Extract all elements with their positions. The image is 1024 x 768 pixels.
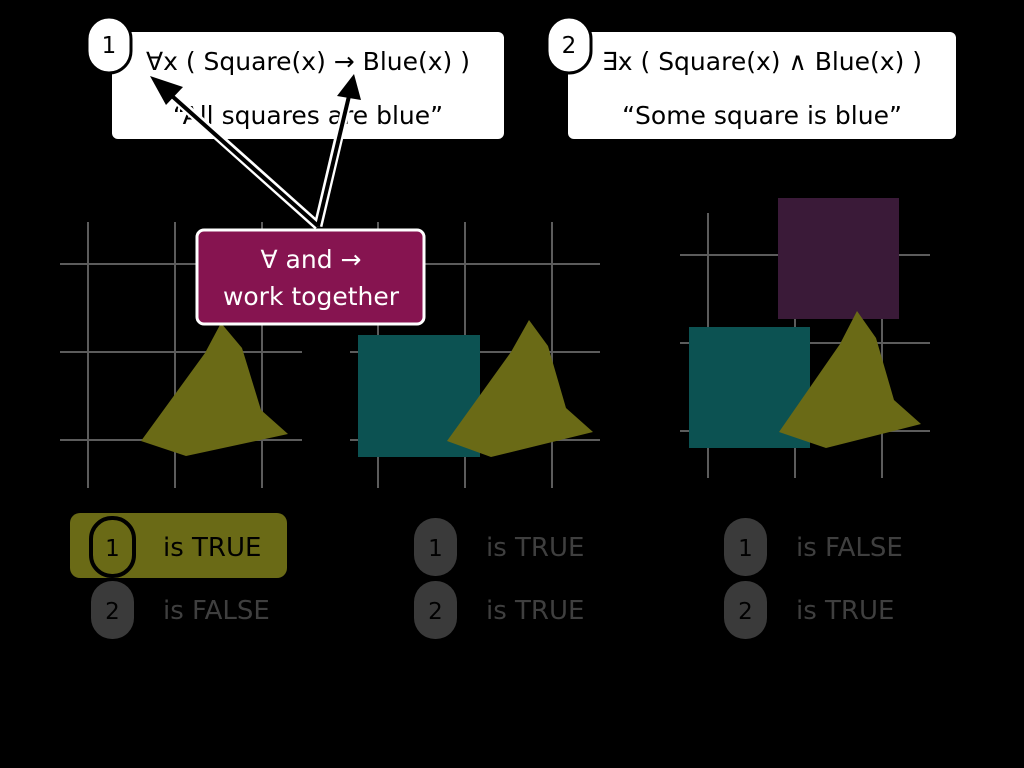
- formula-box-2: ∃x ( Square(x) ∧ Blue(x) ) “Some square …: [545, 15, 956, 139]
- arrow-icon: [150, 76, 183, 105]
- result-number: 1: [738, 536, 753, 562]
- callout-line-1: ∀ and →: [261, 245, 362, 274]
- formula-2-expression: ∃x ( Square(x) ∧ Blue(x) ): [602, 47, 922, 76]
- result-number-badge: [89, 516, 136, 578]
- world-1-triangle: [141, 323, 288, 456]
- formula-1-panel: [112, 32, 504, 139]
- result-number-badge: [724, 518, 767, 576]
- result-number: 2: [105, 599, 120, 625]
- world-3-purple-square: [778, 198, 899, 319]
- result-label: is TRUE: [486, 596, 584, 626]
- result-row: 1 is TRUE: [70, 513, 287, 578]
- arrow-icon: [337, 74, 361, 100]
- arrow-to-forall-shaft: [170, 94, 320, 228]
- result-label: is FALSE: [163, 596, 270, 626]
- callout-panel: [195, 228, 426, 326]
- result-label: is TRUE: [796, 596, 894, 626]
- result-number-badge: [414, 518, 457, 576]
- world-2: [350, 222, 600, 488]
- result-row: 2 is TRUE: [724, 581, 894, 639]
- result-row: 1 is TRUE: [414, 518, 584, 576]
- formula-1-number: 1: [102, 33, 117, 59]
- formula-1-reading: “All squares are blue”: [173, 101, 443, 130]
- arrow-to-implies-shaft: [316, 95, 351, 227]
- formula-1-expression: ∀x ( Square(x) → Blue(x) ): [146, 47, 470, 76]
- result-label: is FALSE: [796, 533, 903, 563]
- formula-2-number: 2: [562, 33, 577, 59]
- result-label: is TRUE: [486, 533, 584, 563]
- result-row: 2 is TRUE: [414, 581, 584, 639]
- callout-line-2: work together: [223, 282, 400, 311]
- result-row: 2 is FALSE: [91, 581, 270, 639]
- result-rows: 1 is TRUE 2 is FALSE 1 is TRUE 2 is TRUE 1 is FAL…: [70, 513, 903, 639]
- result-number: 2: [428, 599, 443, 625]
- world-3: [680, 198, 930, 478]
- result-number-badge: [724, 581, 767, 639]
- formula-2-panel: [568, 32, 956, 139]
- result-number: 1: [428, 536, 443, 562]
- result-number-badge: [414, 581, 457, 639]
- formula-1-number-badge: [85, 15, 133, 75]
- world-2-triangle: [447, 320, 593, 457]
- result-label: is TRUE: [163, 533, 261, 563]
- callout-box: ∀ and → work together: [195, 228, 426, 326]
- formula-box-1: ∀x ( Square(x) → Blue(x) ) “All squares …: [85, 15, 504, 139]
- result-number-badge: [91, 581, 134, 639]
- result-number: 2: [738, 599, 753, 625]
- formula-2-number-badge: [545, 15, 593, 75]
- result-row: 1 is FALSE: [724, 518, 903, 576]
- callout-arrows: [150, 74, 361, 230]
- world-3-triangle: [779, 311, 921, 448]
- result-number: 1: [105, 536, 120, 562]
- formula-2-reading: “Some square is blue”: [622, 101, 902, 130]
